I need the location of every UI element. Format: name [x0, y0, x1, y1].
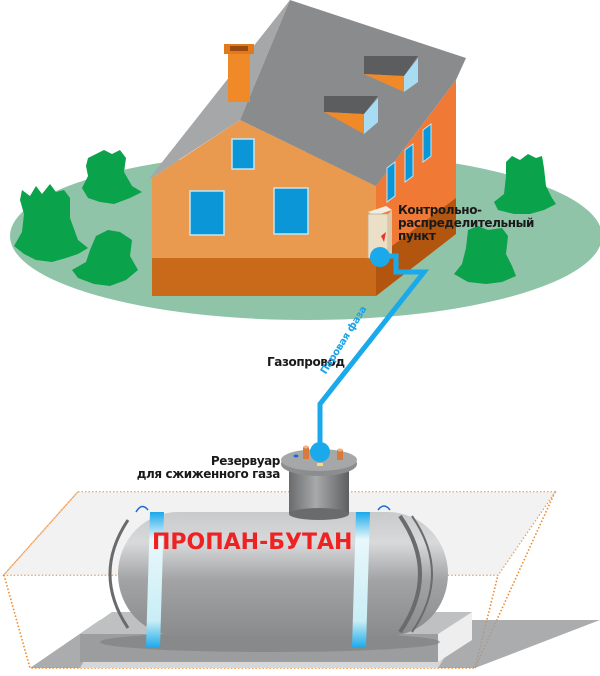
tank-product-label: ПРОПАН-БУТАН: [152, 530, 353, 555]
tank-label-line2: для сжиженного газа: [136, 467, 281, 481]
tree-right-top: [494, 154, 556, 214]
tree-left-large: [14, 184, 88, 262]
chimney: [224, 44, 254, 102]
lpg-tank: [100, 445, 448, 652]
tank-neck: [289, 470, 349, 514]
house-front-plinth: [152, 258, 376, 296]
control-point-label-line3: пункт: [398, 229, 436, 243]
gas-pipeline-label: Газопровод: [267, 355, 345, 369]
control-point-label: Контрольно- распределительный пункт: [398, 204, 534, 243]
window-side-3: [422, 123, 432, 163]
window-gable: [231, 138, 255, 170]
dormer-lower: [324, 96, 378, 134]
dormer-upper: [364, 56, 418, 92]
control-point-label-line1: Контрольно-: [398, 203, 482, 217]
window-side-2: [404, 143, 414, 183]
house-front-wall: [152, 120, 376, 296]
tree-right-bottom: [454, 226, 516, 284]
roof-left: [148, 0, 290, 180]
tank-label: Резервуар для сжиженного газа: [134, 454, 281, 481]
window-front-right: [273, 187, 309, 235]
tank-strap-left: [146, 512, 164, 648]
control-point-label-line2: распределительный: [398, 216, 535, 230]
roof-main: [240, 0, 466, 186]
gas-pipe: [317, 253, 430, 448]
tree-left-top: [82, 150, 142, 204]
house: [148, 0, 466, 296]
pipe-joint-cabinet: [370, 247, 390, 267]
tank-strap-right: [352, 512, 370, 648]
window-front-left: [189, 190, 225, 236]
pipe-joint-tank: [310, 442, 330, 462]
tank-label-line1: Резервуар: [210, 454, 281, 468]
tree-left-bottom: [72, 230, 138, 286]
window-side-1: [386, 161, 396, 203]
